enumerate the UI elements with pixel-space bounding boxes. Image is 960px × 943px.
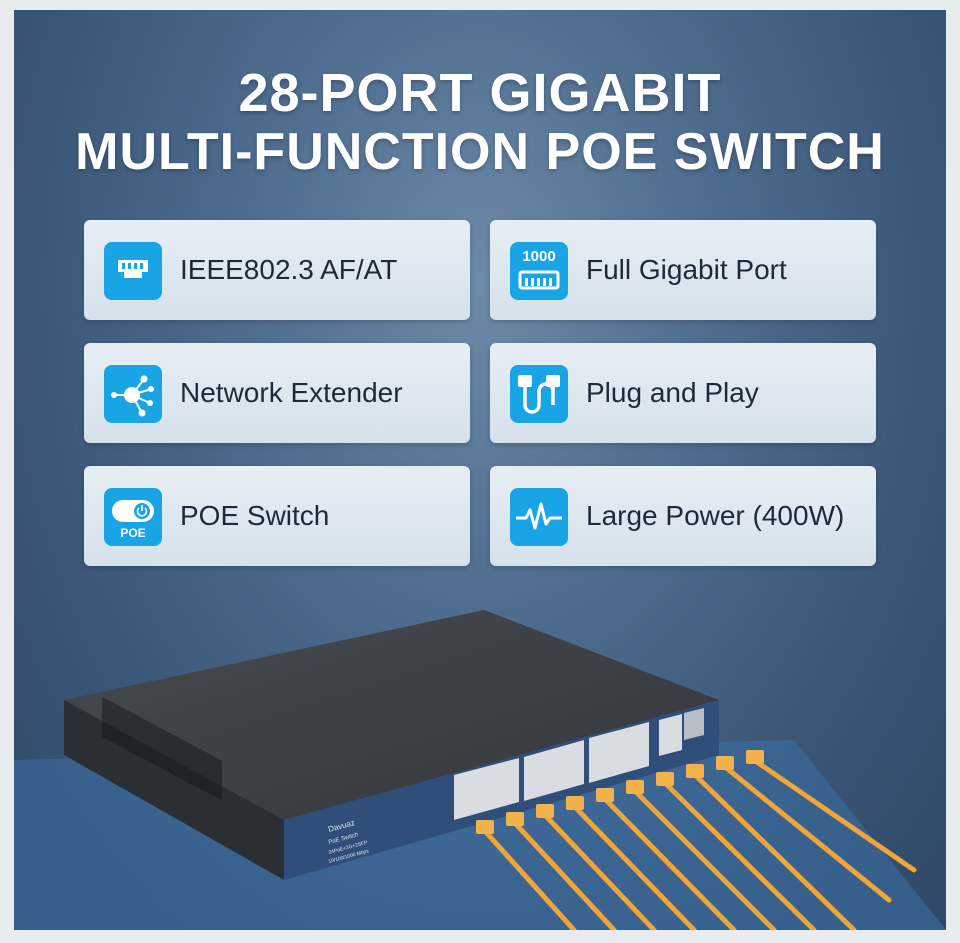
feature-label: IEEE802.3 AF/AT [180,254,398,285]
feature-card-extender: Network Extender [84,343,470,443]
heading-line-1: 28-PORT GIGABIT [238,63,722,123]
feature-card-ieee: IEEE802.3 AF/AT [84,220,470,320]
heading-line-2: MULTI-FUNCTION POE SWITCH [75,123,885,181]
feature-card-plug-play: Plug and Play [490,343,876,443]
feature-label: Plug and Play [586,377,759,408]
icon-1000-text: 1000 [522,248,556,265]
network-extender-icon [104,365,162,423]
feature-label: POE Switch [180,500,330,531]
ethernet-port-icon [104,242,162,300]
plug-and-play-icon [510,365,568,423]
feature-label: Large Power (400W) [586,500,845,531]
poe-switch-device-image: Davuaz PoE Switch 24PoE+2G+2SFP 10/100/1… [14,610,946,930]
feature-card-power: Large Power (400W) [490,466,876,566]
poe-switch-icon: POE [104,488,162,546]
feature-card-gigabit: 1000 Full Gigabit Port [490,220,876,320]
gigabit-port-icon: 1000 [510,242,568,300]
feature-label: Network Extender [180,377,403,408]
feature-label: Full Gigabit Port [586,254,787,285]
poe-icon-text: POE [120,526,146,540]
product-banner: 28-PORT GIGABIT MULTI-FUNCTION POE SWITC… [14,10,946,930]
feature-card-poe: POE POE Switch [84,466,470,566]
power-waveform-icon [510,488,568,546]
